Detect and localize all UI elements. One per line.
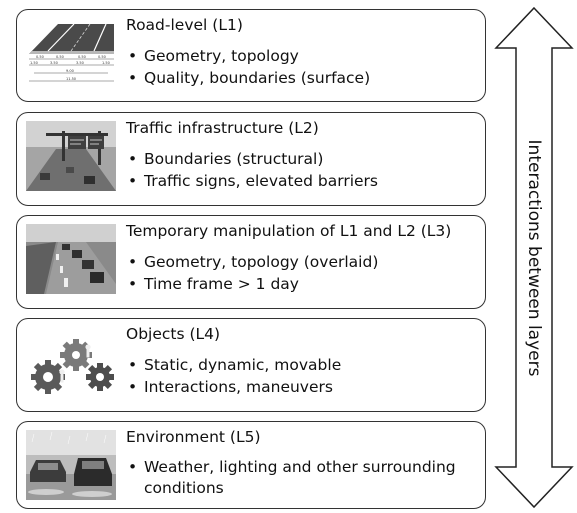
road-dim-top-1: 0.50 — [36, 55, 44, 59]
layer-bullets-l2: Boundaries (structural) Traffic signs, e… — [126, 148, 378, 192]
layer-box-l1: 0.50 0.50 0.50 0.50 1.50 3.50 3.50 1.50 … — [16, 9, 486, 102]
bullet-item: Traffic signs, elevated barriers — [126, 170, 378, 192]
layer-title-l4: Objects (L4) — [126, 325, 221, 343]
highway-signs-photo — [26, 121, 116, 191]
bullet-item: Weather, lighting and other surrounding … — [126, 457, 481, 499]
bullet-item: Static, dynamic, movable — [126, 354, 341, 376]
layer-title-l1: Road-level (L1) — [126, 16, 243, 34]
layer-box-l3: Temporary manipulation of L1 and L2 (L3)… — [16, 215, 486, 309]
layer-bullets-l5: Weather, lighting and other surrounding … — [126, 457, 481, 499]
bullet-item: Geometry, topology (overlaid) — [126, 251, 378, 273]
bullet-item: Time frame > 1 day — [126, 273, 378, 295]
layer-bullets-l3: Geometry, topology (overlaid) Time frame… — [126, 251, 378, 295]
layer-box-l2: Traffic infrastructure (L2) Boundaries (… — [16, 112, 486, 206]
road-dim-mid-1: 1.50 — [30, 61, 38, 65]
road-dim-top-2: 0.50 — [56, 55, 64, 59]
road-dim-lower: 9.00 — [66, 69, 74, 73]
gears-figures-image — [26, 327, 116, 397]
road-dim-mid-4: 1.50 — [102, 61, 110, 65]
road-dim-top-4: 0.50 — [98, 55, 106, 59]
double-arrow-icon — [494, 6, 574, 509]
bullet-item: Interactions, maneuvers — [126, 376, 341, 398]
bullet-item: Geometry, topology — [126, 45, 370, 67]
road-cross-section-image: 0.50 0.50 0.50 0.50 1.50 3.50 3.50 1.50 … — [26, 18, 116, 88]
road-dim-mid-2: 3.50 — [50, 61, 58, 65]
layer-bullets-l4: Static, dynamic, movable Interactions, m… — [126, 354, 341, 398]
layer-bullets-l1: Geometry, topology Quality, boundaries (… — [126, 45, 370, 89]
layer-box-l5: Environment (L5) Weather, lighting and o… — [16, 421, 486, 509]
roadworks-photo — [26, 224, 116, 294]
road-dim-mid-3: 3.50 — [76, 61, 84, 65]
bullet-item: Boundaries (structural) — [126, 148, 378, 170]
layer-box-l4: Objects (L4) Static, dynamic, movable In… — [16, 318, 486, 412]
arrow-label: Interactions between layers — [524, 139, 544, 377]
flooded-street-photo — [26, 430, 116, 500]
bullet-item: Quality, boundaries (surface) — [126, 67, 370, 89]
layer-title-l3: Temporary manipulation of L1 and L2 (L3) — [126, 222, 452, 240]
road-dim-bottom: 11.50 — [66, 77, 76, 81]
layer-title-l2: Traffic infrastructure (L2) — [126, 119, 319, 137]
layer-title-l5: Environment (L5) — [126, 428, 261, 446]
road-dim-top-3: 0.50 — [78, 55, 86, 59]
